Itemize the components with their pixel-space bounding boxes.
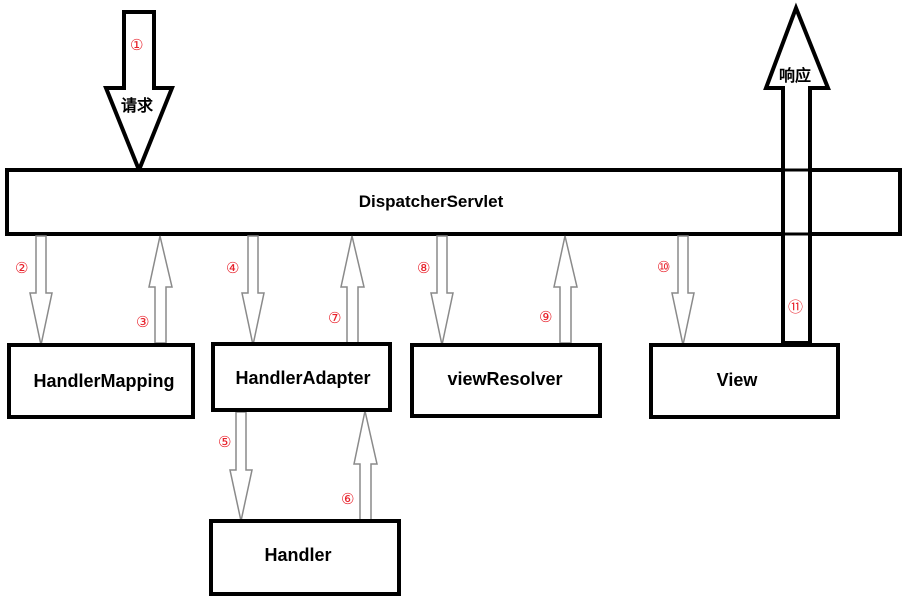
arrow-step-5: [229, 411, 253, 522]
view-resolver-label: viewResolver: [447, 369, 562, 389]
arrow-step-7: [340, 235, 365, 344]
handler-label: Handler: [264, 545, 331, 565]
request-label: 请求: [121, 96, 154, 115]
step-9-number: ⑨: [539, 308, 552, 326]
arrow-step-8: [430, 235, 454, 346]
view-box: View: [649, 343, 840, 419]
dispatcher-servlet-box: DispatcherServlet: [5, 168, 902, 236]
step-1-number: ①: [130, 36, 143, 54]
request-arrow: ① 请求: [103, 10, 175, 176]
arrow-step-10: [671, 235, 695, 346]
step-10-number: ⑩: [657, 258, 670, 276]
arrow-step-9: [553, 235, 578, 344]
handler-mapping-box: HandlerMapping: [7, 343, 195, 419]
step-5-number: ⑤: [218, 433, 231, 451]
handler-adapter-label: HandlerAdapter: [235, 368, 370, 388]
arrow-step-3: [148, 235, 173, 344]
step-2-number: ②: [15, 259, 28, 277]
dispatcher-servlet-label: DispatcherServlet: [359, 192, 504, 211]
arrow-step-4: [241, 235, 265, 346]
step-3-number: ③: [136, 313, 149, 331]
view-resolver-box: viewResolver: [410, 343, 602, 418]
step-7-number: ⑦: [328, 309, 341, 327]
handler-mapping-label: HandlerMapping: [33, 371, 174, 391]
step-8-number: ⑧: [417, 259, 430, 277]
response-label: 响应: [779, 66, 811, 85]
step-11-number: ⑪: [788, 298, 803, 316]
view-label: View: [717, 370, 759, 390]
response-arrow: 响应 ⑪: [763, 2, 831, 345]
step-6-number: ⑥: [341, 490, 354, 508]
handler-adapter-box: HandlerAdapter: [211, 342, 392, 412]
arrow-step-6: [353, 410, 378, 521]
handler-box: Handler: [209, 519, 401, 596]
arrow-step-2: [29, 235, 53, 346]
step-4-number: ④: [226, 259, 239, 277]
